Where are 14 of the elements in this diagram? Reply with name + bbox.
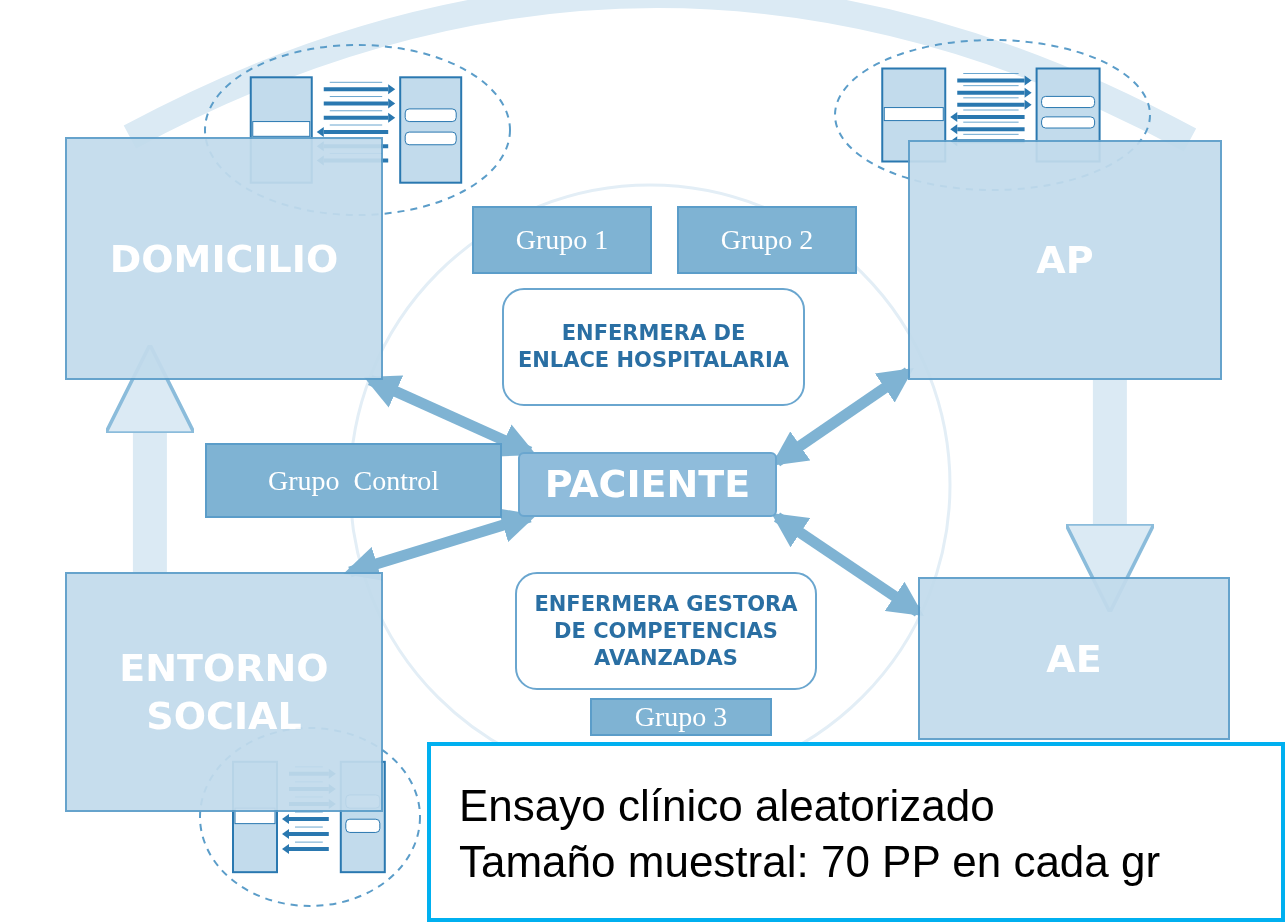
role-box: ENFERMERA DE ENLACE HOSPITALARIA [502,288,805,406]
setting-box: AP [908,140,1222,380]
group-box: Grupo Control [205,443,502,518]
note-text: Tamaño muestral: 70 PP en cada gr [459,836,1161,888]
note-box [427,742,1285,922]
group-box: Grupo 3 [590,698,772,736]
setting-box: DOMICILIO [65,137,383,380]
note-text: Ensayo clínico aleatorizado [459,780,995,832]
group-box: Grupo 2 [677,206,857,274]
group-box: Grupo 1 [472,206,652,274]
setting-box: AE [918,577,1230,740]
setting-box: ENTORNO SOCIAL [65,572,383,812]
patient-box: PACIENTE [518,452,777,517]
role-box: ENFERMERA GESTORA DE COMPETENCIAS AVANZADAS [515,572,817,690]
